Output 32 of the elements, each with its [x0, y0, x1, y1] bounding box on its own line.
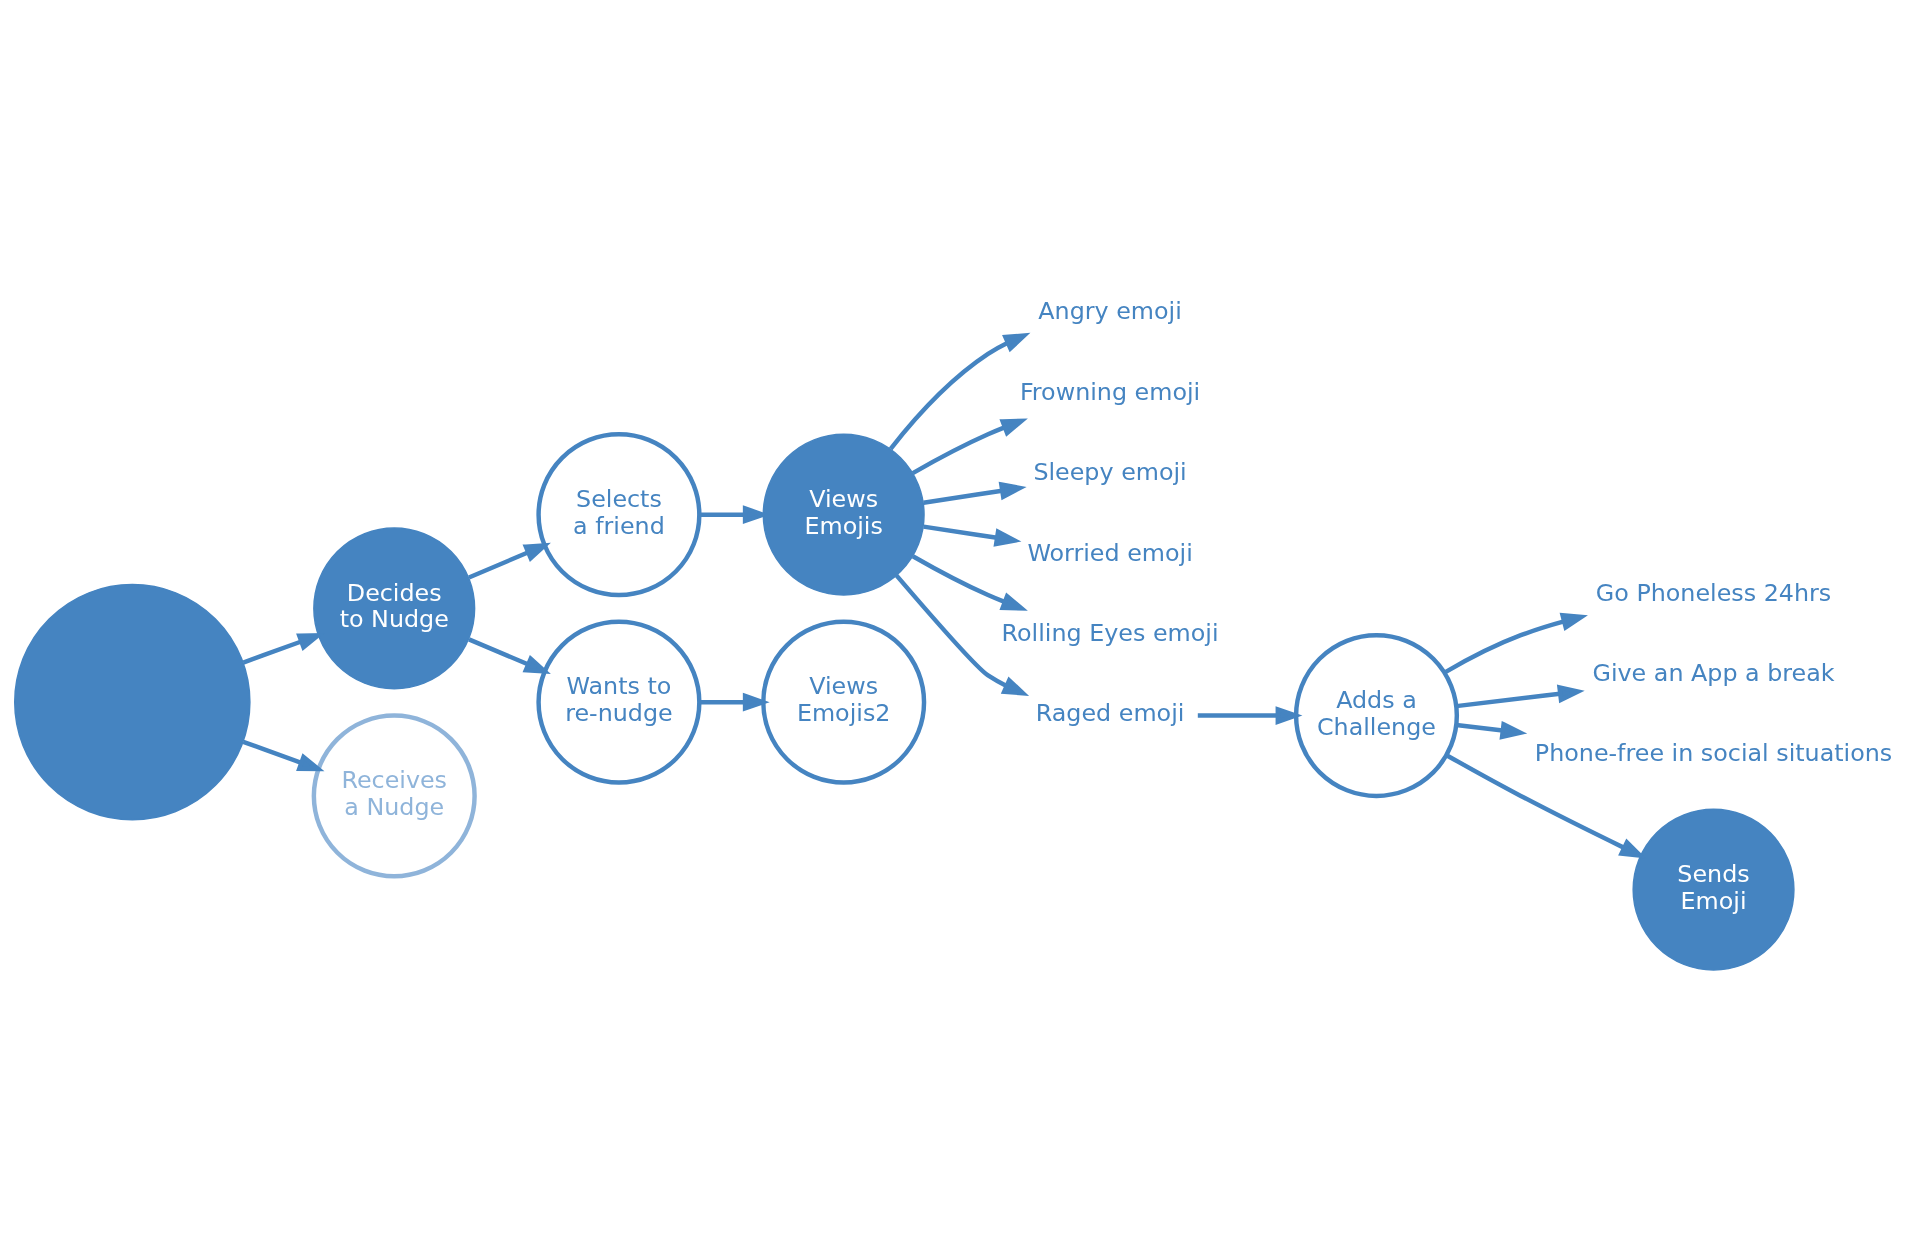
arrow — [1456, 720, 1528, 740]
arrow — [1456, 684, 1585, 708]
arrow — [888, 332, 1031, 450]
arrow — [1443, 612, 1588, 674]
node-circle: Views Emojis — [762, 433, 925, 596]
arrow — [911, 418, 1028, 475]
arrow — [468, 542, 551, 579]
node-text: Frowning emoji — [1019, 377, 1201, 406]
node-text: Give an App a break — [1592, 658, 1835, 687]
node-text: Go Phoneless 24hrs — [1595, 578, 1832, 607]
node-text: Phone-free in social situations — [1534, 738, 1893, 767]
arrow — [894, 573, 1030, 696]
node-circle: Sends Emoji — [1632, 808, 1795, 971]
arrow — [1197, 705, 1303, 725]
node-circle — [14, 583, 251, 820]
node-text: Sleepy emoji — [1033, 457, 1187, 486]
node-circle: Decides to Nudge — [313, 526, 476, 689]
arrow — [699, 692, 770, 712]
node-circle: Wants to re-nudge — [536, 619, 702, 785]
node-circle: Views Emojis2 — [761, 619, 927, 785]
arrow — [242, 739, 325, 771]
node-circle: Adds a Challenge — [1293, 632, 1460, 798]
arrow — [923, 523, 1022, 547]
node-text: Angry emoji — [1038, 296, 1182, 325]
arrow — [923, 481, 1027, 505]
node-circle: Receives a Nudge — [311, 712, 477, 878]
node-circle: Selects a friend — [536, 431, 702, 597]
node-text: Rolling Eyes emoji — [1001, 618, 1219, 647]
node-text: Worried emoji — [1027, 537, 1193, 566]
node-text: Raged emoji — [1035, 698, 1185, 727]
arrow — [911, 553, 1028, 611]
arrow — [468, 636, 551, 674]
